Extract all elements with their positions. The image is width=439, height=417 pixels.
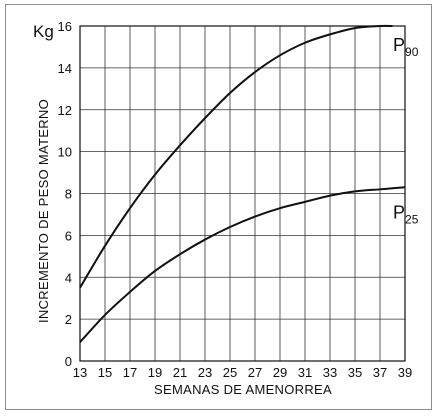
- x-tick-label: 31: [298, 365, 312, 380]
- plot-border: [79, 25, 406, 362]
- x-tick-label: 15: [98, 365, 112, 380]
- y-tick-label: 16: [58, 19, 72, 34]
- figure-frame: [5, 4, 432, 410]
- x-tick-label: 21: [173, 365, 187, 380]
- y-tick-label: 10: [58, 145, 72, 160]
- series-line-p90: [79, 24, 393, 289]
- y-tick-label: 2: [65, 312, 72, 327]
- series-label-p25: P25: [393, 203, 419, 227]
- x-tick-label: 27: [248, 365, 262, 380]
- y-tick-label: 6: [65, 228, 72, 243]
- y-tick-label: 12: [58, 103, 72, 118]
- x-tick-label: 33: [323, 365, 337, 380]
- x-tick-label: 35: [348, 365, 362, 380]
- x-tick-label: 19: [148, 365, 162, 380]
- x-tick-label: 13: [73, 365, 87, 380]
- x-axis-title: SEMANAS DE AMENORREA: [154, 382, 332, 397]
- y-tick-labels: 0 2 4 6 8 10 12 14 16: [58, 19, 72, 369]
- grid: [79, 25, 406, 362]
- x-tick-label: 23: [198, 365, 212, 380]
- plot-area: [79, 25, 406, 362]
- x-tick-label: 39: [398, 365, 412, 380]
- series-label-p90: P90: [393, 35, 419, 59]
- y-axis-title: INCREMENTO DE PESO MATERNO: [36, 99, 51, 323]
- unit-label: Kg: [33, 22, 54, 41]
- x-tick-label: 29: [273, 365, 287, 380]
- y-tick-label: 14: [58, 61, 72, 76]
- y-tick-label: 4: [65, 270, 72, 285]
- x-tick-label: 37: [373, 365, 387, 380]
- series-line-p25: [79, 186, 406, 343]
- y-tick-label: 8: [65, 187, 72, 202]
- series-lines: [79, 24, 406, 343]
- x-tick-label: 25: [223, 365, 237, 380]
- x-tick-labels: 13 15 17 19 21 23 25 27 29 31 33 35 37 39: [73, 365, 412, 380]
- x-tick-label: 17: [123, 365, 137, 380]
- y-tick-label: 0: [65, 354, 72, 369]
